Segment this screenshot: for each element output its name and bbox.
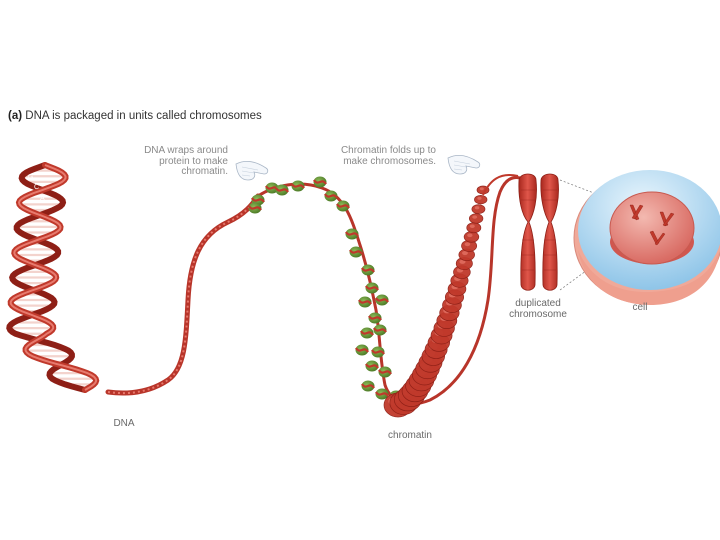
nucleosome-bead	[248, 202, 262, 214]
nucleosome-bead	[291, 180, 305, 192]
chromatin-fiber	[383, 174, 519, 418]
nucleosome-bead	[360, 327, 374, 339]
nucleosome-bead	[358, 296, 372, 308]
nucleosome-bead	[361, 264, 375, 276]
nucleosome-bead	[345, 228, 359, 240]
nucleosome-bead	[373, 324, 387, 336]
nucleosome-bead	[313, 176, 327, 188]
dna-strand	[105, 193, 261, 396]
cell-illustration	[573, 170, 720, 305]
label-dna: DNA	[113, 418, 135, 429]
figure-caption: (a) DNA is packaged in units called chro…	[8, 110, 262, 122]
nucleosome-bead	[275, 184, 289, 196]
note-wrap: DNA wraps around protein to make chromat…	[144, 145, 228, 177]
nucleosome-bead	[371, 346, 385, 358]
nucleosome-bead	[361, 380, 375, 392]
nucleosome-bead	[368, 312, 382, 324]
nucleosome-bead	[349, 246, 363, 258]
nucleosome-bead	[375, 388, 389, 400]
pointing-hand-icon	[447, 154, 481, 175]
nucleosome-bead	[375, 294, 389, 306]
nucleosome-bead	[365, 360, 379, 372]
helix-letter: G	[28, 174, 34, 181]
duplicated-chromosome	[518, 173, 559, 291]
nucleosome-bead	[355, 344, 369, 356]
label-chromosome: duplicated chromosome	[509, 298, 567, 320]
nucleosome-bead	[336, 200, 350, 212]
pointing-hand-icon	[235, 160, 269, 181]
nucleosome-beads	[248, 176, 403, 402]
nucleosome-bead	[324, 190, 338, 202]
helix-letter: C	[34, 184, 40, 191]
dna-double-helix	[6, 162, 100, 393]
nucleosome-bead	[365, 282, 379, 294]
label-cell: cell	[632, 302, 648, 313]
helix-letter: A	[40, 195, 45, 202]
label-chromatin: chromatin	[388, 430, 432, 441]
cell-nucleus	[609, 191, 695, 265]
note-fold: Chromatin folds up to make chromosomes.	[340, 145, 436, 167]
nucleosome-bead	[378, 366, 392, 378]
